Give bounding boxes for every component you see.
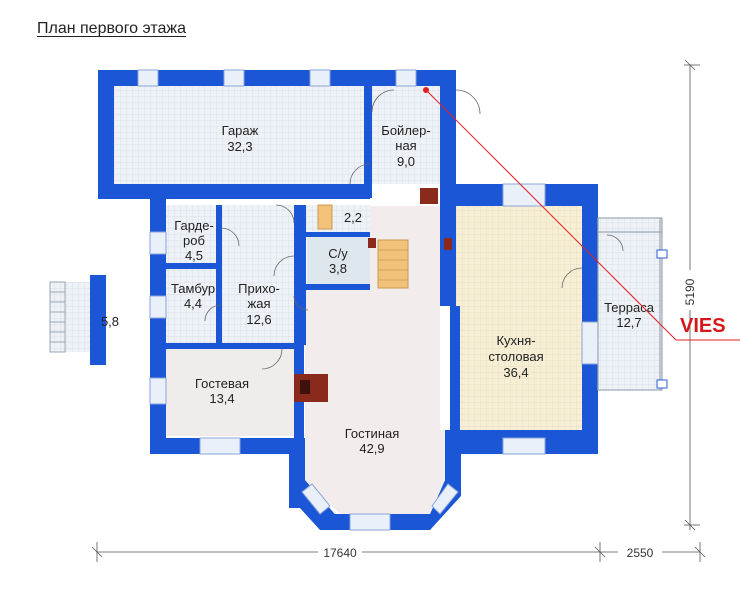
watermark-text: VIES	[680, 315, 726, 337]
garage-area: 32,3	[227, 139, 252, 154]
terrace-name: Терраса	[604, 300, 655, 315]
kitchen-area: 36,4	[503, 365, 528, 380]
living-name: Гостиная	[345, 426, 400, 441]
kitchen-name-2: столовая	[488, 349, 543, 364]
dimension-height: 5190	[683, 278, 697, 305]
kitchen-name-1: Кухня-	[496, 333, 535, 348]
living-floor	[305, 206, 445, 514]
garage-name: Гараж	[222, 123, 259, 138]
hallway-name-1: Прихо-	[238, 281, 280, 296]
terrace-outline	[597, 217, 663, 391]
guest-area: 13,4	[209, 391, 234, 406]
bath-area: 3,8	[329, 261, 347, 276]
page-title: План первого этажа	[37, 20, 186, 37]
hallway-name-2: жая	[248, 296, 271, 311]
room-labels: Гараж 32,3 Бойлер- ная 9,0 2,2 Гарде- ро…	[101, 123, 655, 456]
dimension-width-main: 17640	[323, 546, 357, 560]
guest-name: Гостевая	[195, 376, 249, 391]
wardrobe-name-1: Гарде-	[174, 218, 214, 233]
red-marker-line	[423, 87, 740, 341]
vestibule-name: Тамбур	[171, 281, 215, 296]
wardrobe-floor	[166, 205, 221, 263]
terrace-floor	[598, 218, 662, 390]
guest-floor	[166, 348, 294, 436]
small-hall-area: 2,2	[344, 210, 362, 225]
small-hall-floor	[305, 205, 370, 233]
boiler-name-2: ная	[395, 138, 416, 153]
stairs-icon	[317, 204, 409, 289]
windows	[137, 69, 599, 531]
porch-area: 5,8	[101, 314, 119, 329]
porch-steps	[49, 281, 66, 353]
boiler-area: 9,0	[397, 154, 415, 169]
dimension-width-terrace: 2550	[627, 546, 654, 560]
wardrobe-name-2: роб	[183, 233, 205, 248]
living-area: 42,9	[359, 441, 384, 456]
boiler-name-1: Бойлер-	[381, 123, 430, 138]
garage-floor	[114, 86, 370, 184]
terrace-posts	[656, 249, 668, 389]
kitchen-floor	[456, 206, 582, 430]
fireplace-icon	[294, 188, 452, 402]
boiler-floor	[370, 86, 440, 184]
door-swings	[204, 89, 624, 370]
vestibule-area: 4,4	[184, 296, 202, 311]
hallway-area: 12,6	[246, 312, 271, 327]
wardrobe-area: 4,5	[185, 248, 203, 263]
terrace-area: 12,7	[616, 315, 641, 330]
bath-floor	[307, 236, 370, 284]
hallway-floor	[221, 205, 296, 343]
porch-floor	[50, 282, 90, 352]
bath-name: С/у	[328, 246, 348, 261]
vestibule-floor	[166, 268, 221, 343]
